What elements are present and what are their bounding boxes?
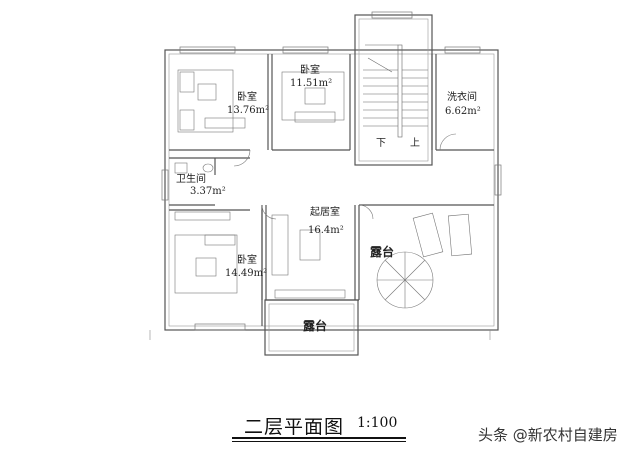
room-name-bedroom-top-left: 卧室 (237, 92, 257, 103)
room-area-bedroom-top-left: 13.76m² (227, 105, 270, 116)
outer-wall-main (164, 49, 499, 331)
bed-bottom (174, 234, 238, 294)
stair-tower (354, 14, 433, 166)
stair-up-label: 上 (410, 138, 420, 149)
title-underline-thin (232, 441, 406, 442)
lounge-chair-2 (447, 213, 473, 257)
room-name-bedroom-bottom: 卧室 (237, 255, 257, 266)
living-sofa (271, 214, 289, 276)
watermark: 头条 @新农村自建房 (478, 426, 618, 444)
room-name-terrace-right: 露台 (370, 245, 395, 259)
plan-scale: 1:100 (357, 415, 398, 431)
room-area-bedroom-bottom: 14.49m² (225, 268, 268, 279)
room-name-terrace-bottom: 露台 (303, 319, 328, 333)
lounge-chair-1 (412, 212, 444, 258)
room-name-living: 起居室 (310, 207, 340, 218)
room-name-laundry: 洗衣间 (447, 92, 477, 103)
room-name-bedroom-top-mid: 卧室 (300, 65, 320, 76)
bed-top-mid (281, 71, 345, 121)
bed-top-left (177, 69, 234, 133)
room-area-bathroom: 3.37m² (190, 186, 226, 197)
stair-down-label: 下 (376, 138, 386, 149)
room-name-bathroom: 卫生间 (176, 174, 206, 185)
plan-title: 二层平面图 (244, 416, 345, 438)
title-underline (232, 437, 406, 439)
room-area-living: 16.4m² (308, 225, 344, 236)
room-area-laundry: 6.62m² (445, 106, 481, 117)
room-area-bedroom-top-mid: 11.51m² (290, 78, 333, 89)
